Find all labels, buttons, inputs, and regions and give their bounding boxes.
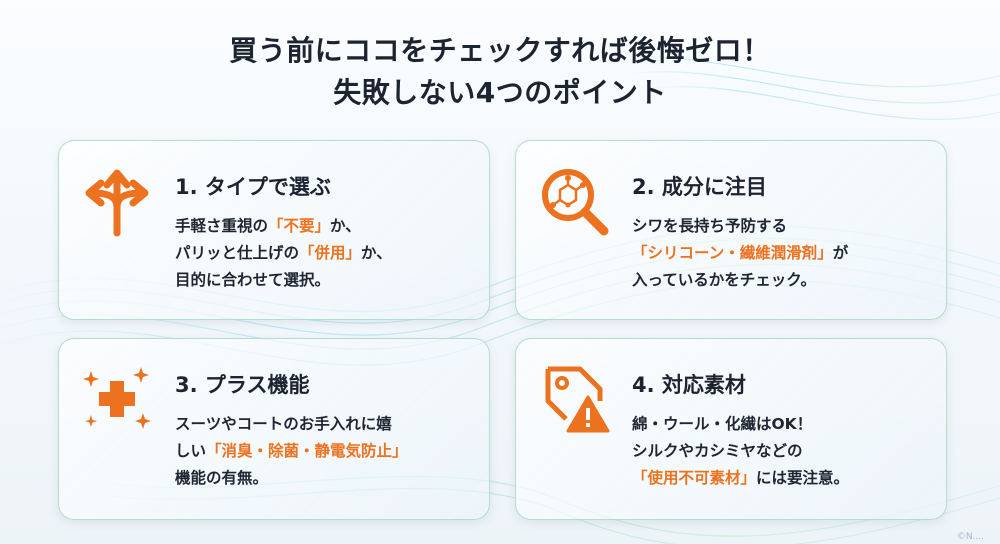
description-line: 手軽さ重視の「不要」か、 (175, 213, 480, 240)
text-segment: スーツやコートのお手入れに嬉 (175, 415, 392, 433)
highlight-text: 「不要」 (268, 217, 331, 235)
card-description: スーツやコートのお手入れに嬉 しい「消臭・除菌・静電気防止」 機能の有無。 (175, 411, 480, 492)
point-card-ingredients: 2. 成分に注目 シワを長持ち予防する 「シリコーン・繊維潤滑剤」が 入っている… (515, 140, 947, 320)
point-card-materials: 4. 対応素材 綿・ウール・化繊はOK！ シルクやカシミヤなどの 「使用不可素材… (515, 338, 947, 520)
text-segment: 手軽さ重視の (175, 217, 269, 235)
text-segment: シルクやカシミヤなどの (632, 442, 803, 460)
card-description: 手軽さ重視の「不要」か、 パリッと仕上げの「併用」か、 目的に合わせて選択。 (175, 213, 480, 294)
description-line: 入っているかをチェック。 (632, 267, 937, 294)
card-title: 4. 対応素材 (632, 373, 746, 397)
text-segment: 入っているかをチェック。 (632, 271, 816, 289)
card-description: シワを長持ち予防する 「シリコーン・繊維潤滑剤」が 入っているかをチェック。 (632, 213, 937, 294)
description-line: シルクやカシミヤなどの (632, 438, 937, 465)
tag-warning-icon (545, 366, 610, 433)
text-segment: か、 (330, 217, 361, 235)
highlight-text: 「消臭・除菌・静電気防止」 (206, 442, 408, 460)
text-segment: 綿・ウール・化繊はOK！ (632, 415, 813, 433)
molecule-magnifier-icon (542, 169, 609, 236)
footer-credit: ©N.... (956, 532, 984, 542)
point-card-extra-functions: 3. プラス機能 スーツやコートのお手入れに嬉 しい「消臭・除菌・静電気防止」 … (58, 338, 490, 520)
text-segment: 目的に合わせて選択。 (175, 271, 331, 289)
description-line: 機能の有無。 (175, 465, 480, 492)
card-description: 綿・ウール・化繊はOK！ シルクやカシミヤなどの 「使用不可素材」には要注意。 (632, 411, 937, 492)
text-segment: が (832, 244, 849, 262)
text-segment: か、 (361, 244, 392, 262)
card-title: 3. プラス機能 (175, 373, 310, 397)
page-title: 買う前にココをチェックすれば後悔ゼロ！ 失敗しない4つのポイント (0, 30, 1000, 114)
description-line: 「使用不可素材」には要注意。 (632, 465, 937, 492)
description-line: 綿・ウール・化繊はOK！ (632, 411, 937, 438)
highlight-text: 「使用不可素材」 (632, 469, 757, 487)
description-line: しい「消臭・除菌・静電気防止」 (175, 438, 480, 465)
plus-sparkles-icon (83, 367, 151, 429)
text-segment: シワを長持ち予防する (632, 217, 788, 235)
branching-arrows-icon (85, 169, 149, 237)
highlight-text: 「シリコーン・繊維潤滑剤」 (632, 244, 833, 262)
text-segment: 機能の有無。 (175, 469, 269, 487)
card-title: 2. 成分に注目 (632, 175, 767, 199)
text-segment: には要注意。 (756, 469, 850, 487)
description-line: 目的に合わせて選択。 (175, 267, 480, 294)
description-line: パリッと仕上げの「併用」か、 (175, 240, 480, 267)
highlight-text: 「併用」 (299, 244, 362, 262)
title-line-1: 買う前にココをチェックすれば後悔ゼロ！ (229, 34, 771, 67)
description-line: シワを長持ち予防する (632, 213, 937, 240)
title-line-2: 失敗しない4つのポイント (333, 76, 667, 109)
text-segment: しい (175, 442, 207, 460)
description-line: スーツやコートのお手入れに嬉 (175, 411, 480, 438)
card-title: 1. タイプで選ぶ (175, 175, 331, 199)
point-card-type: 1. タイプで選ぶ 手軽さ重視の「不要」か、 パリッと仕上げの「併用」か、 目的… (58, 140, 490, 320)
description-line: 「シリコーン・繊維潤滑剤」が (632, 240, 937, 267)
text-segment: パリッと仕上げの (175, 244, 300, 262)
